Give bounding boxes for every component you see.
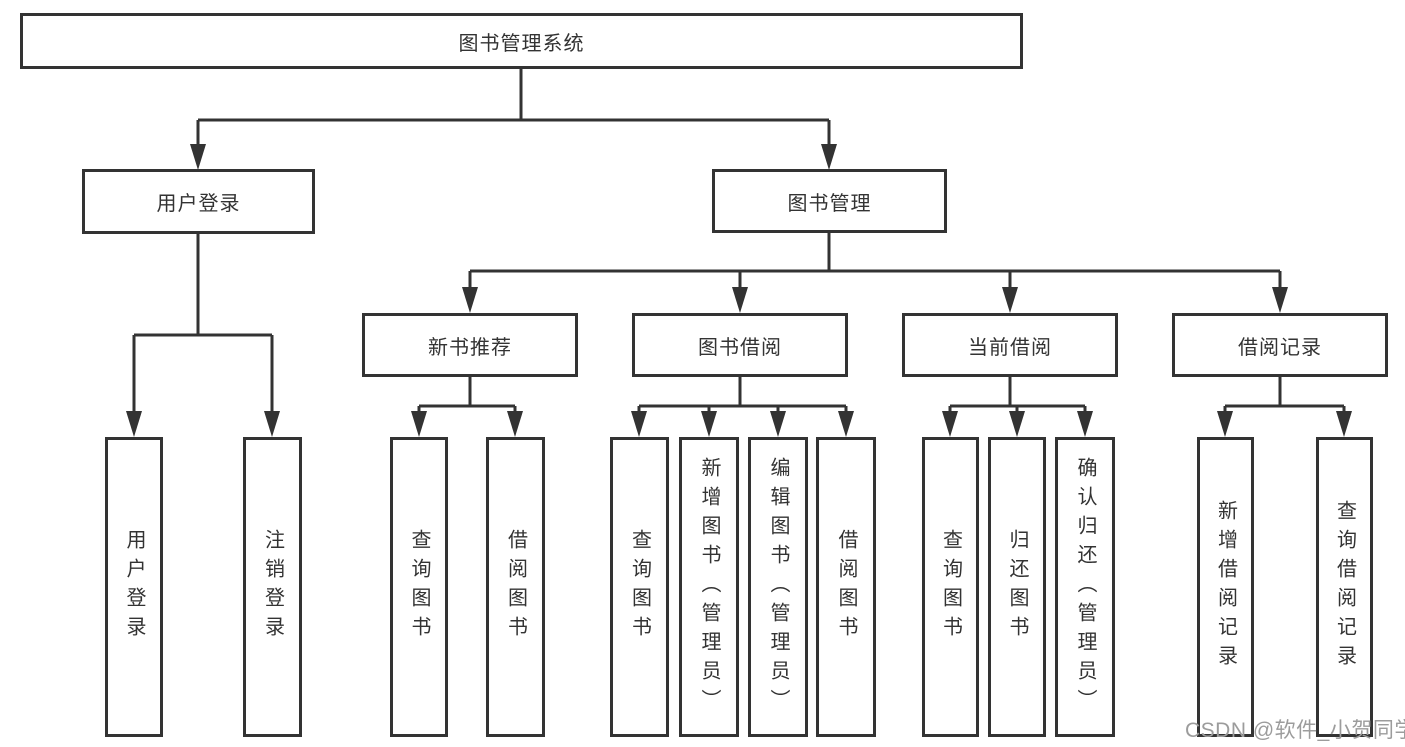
leaf-borrow-books-borrowing-label: 借阅图书 <box>835 529 857 645</box>
leaf-query-borrow-record: 查询借阅记录 <box>1316 437 1373 737</box>
leaf-query-books-current-label: 查询图书 <box>939 529 962 645</box>
leaf-add-borrow-record: 新增借阅记录 <box>1197 437 1254 737</box>
node-book-borrowing: 图书借阅 <box>632 313 848 377</box>
node-user-login: 用户登录 <box>82 169 315 234</box>
leaf-confirm-return-admin: 确认归还（管理员） <box>1055 437 1115 737</box>
leaf-user-login-label: 用户登录 <box>123 529 145 645</box>
leaf-query-books-recommend: 查询图书 <box>390 437 448 737</box>
node-borrowing-records: 借阅记录 <box>1172 313 1388 377</box>
leaf-logout: 注销登录 <box>243 437 302 737</box>
node-new-book-recommend: 新书推荐 <box>362 313 578 377</box>
csdn-watermark: CSDN @软件_小贺同学 <box>1185 719 1405 742</box>
leaf-query-books-recommend-label: 查询图书 <box>408 529 430 645</box>
leaf-user-login: 用户登录 <box>105 437 163 737</box>
node-library-management-system: 图书管理系统 <box>20 13 1023 69</box>
leaf-edit-books-admin: 编辑图书（管理员） <box>748 437 808 737</box>
node-book-management: 图书管理 <box>712 169 947 233</box>
leaf-borrow-books-recommend: 借阅图书 <box>486 437 545 737</box>
leaf-query-books-current: 查询图书 <box>922 437 979 737</box>
leaf-query-borrow-record-label: 查询借阅记录 <box>1333 500 1356 674</box>
leaf-add-borrow-record-label: 新增借阅记录 <box>1214 500 1237 674</box>
leaf-query-books-borrowing-label: 查询图书 <box>628 529 651 645</box>
leaf-edit-books-admin-label: 编辑图书（管理员） <box>767 456 789 718</box>
leaf-return-books: 归还图书 <box>988 437 1046 737</box>
leaf-logout-label: 注销登录 <box>261 529 284 645</box>
leaf-borrow-books-borrowing: 借阅图书 <box>816 437 876 737</box>
leaf-add-books-admin-label: 新增图书（管理员） <box>698 456 720 718</box>
leaf-query-books-borrowing: 查询图书 <box>610 437 669 737</box>
leaf-confirm-return-admin-label: 确认归还（管理员） <box>1074 456 1096 718</box>
leaf-borrow-books-recommend-label: 借阅图书 <box>504 529 527 645</box>
leaf-return-books-label: 归还图书 <box>1006 529 1028 645</box>
node-current-borrowing: 当前借阅 <box>902 313 1118 377</box>
leaf-add-books-admin: 新增图书（管理员） <box>679 437 739 737</box>
